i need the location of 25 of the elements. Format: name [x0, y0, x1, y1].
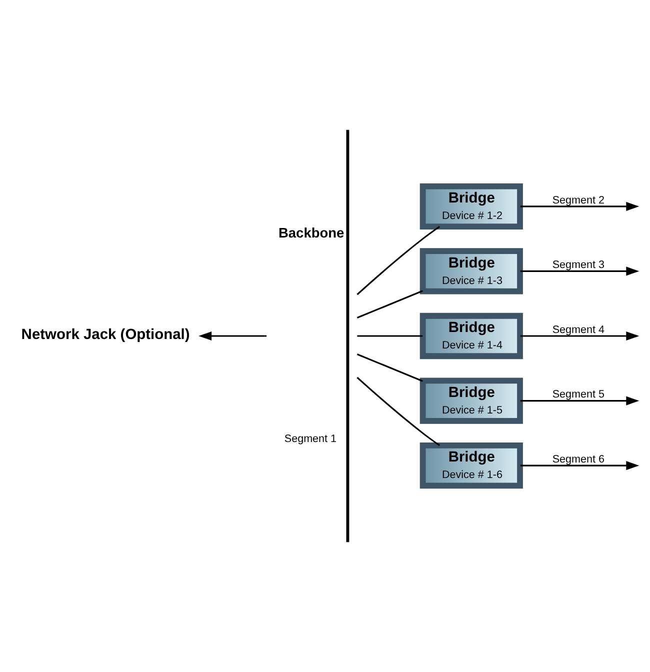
arrow: [520, 396, 640, 406]
node-label: Segment 1: [284, 432, 337, 445]
arrow: [520, 202, 640, 211]
arrow: [520, 266, 640, 276]
node-text: Network Jack (Optional): [21, 326, 190, 343]
arrow: [520, 331, 640, 341]
node-box: Bridge Device # 1-3: [420, 248, 523, 294]
edge-label: Segment 6: [552, 453, 604, 466]
edge-label: Segment 4: [552, 324, 604, 336]
connector: [356, 376, 440, 446]
connector: [356, 354, 423, 382]
connector: [357, 335, 423, 337]
connector: [356, 290, 423, 318]
node-box: Bridge Device # 1-6: [420, 442, 523, 489]
node-bar: [346, 130, 350, 542]
connector: [356, 226, 440, 296]
edge-label: Segment 5: [552, 388, 604, 401]
node-box: Bridge Device # 1-4: [420, 312, 523, 360]
arrow: [198, 331, 267, 341]
node-label: Backbone: [278, 226, 344, 241]
node-box: Bridge Device # 1-2: [420, 183, 523, 230]
edge-label: Segment 3: [552, 259, 604, 272]
arrow: [520, 461, 640, 470]
node-box: Bridge Device # 1-5: [420, 378, 523, 424]
edge-label: Segment 2: [552, 194, 604, 206]
